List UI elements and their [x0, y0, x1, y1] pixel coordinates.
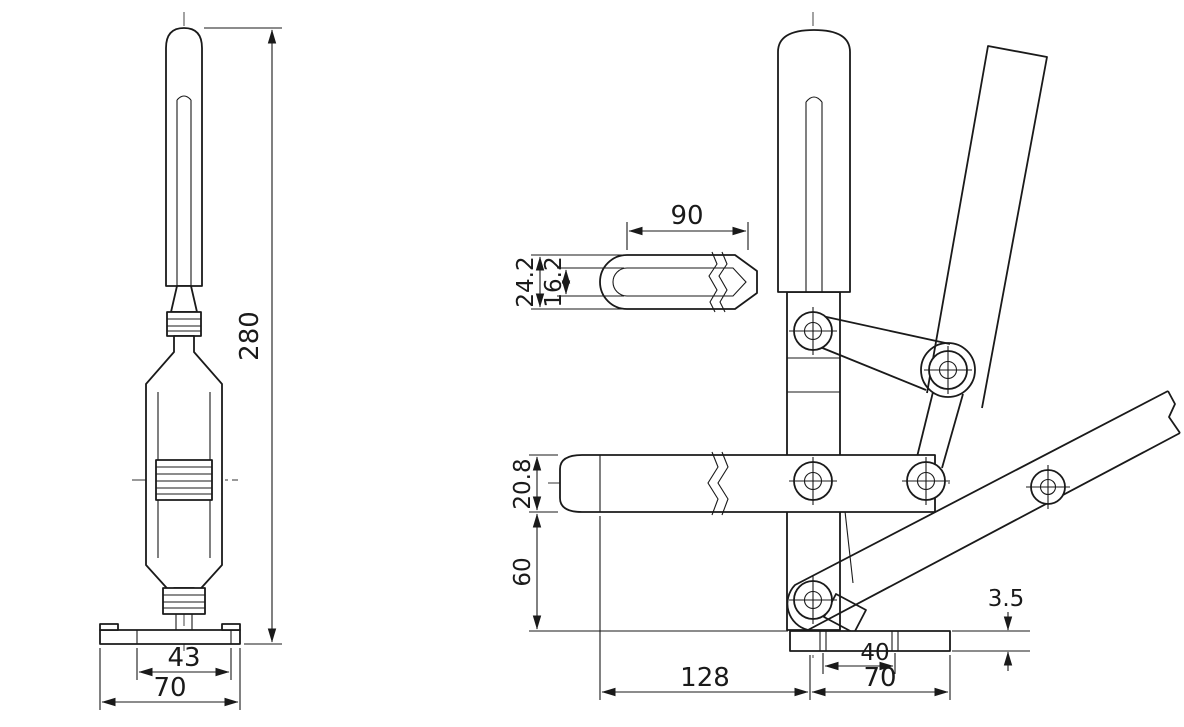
front-neck: [170, 285, 198, 313]
side-handle-open: [926, 45, 1048, 409]
pivot-bottom: [789, 576, 837, 624]
side-arm: [559, 454, 936, 513]
side-arm-open: [786, 390, 1181, 631]
dim-slot-width-label: 43: [167, 643, 200, 673]
front-handle-grip: [165, 27, 203, 287]
front-base: [99, 629, 241, 645]
pivot-handle: [924, 346, 972, 394]
front-top-collar: [166, 311, 202, 337]
dim-arm-to-base-label: 60: [510, 557, 536, 586]
dim-base-depth-label: 70: [863, 663, 896, 693]
link-plate: [920, 342, 976, 398]
dim-arm-section-label: 20.8: [510, 458, 536, 509]
detail-arm-outline: [599, 254, 758, 310]
front-handle-rod: [176, 95, 192, 300]
pivot-top: [789, 307, 837, 355]
dim-base-thickness-label: 3.5: [988, 586, 1025, 612]
dim-bar-length-label: 90: [670, 201, 703, 231]
dim-reach-label: 128: [680, 663, 730, 693]
side-handle-rod: [805, 96, 823, 292]
pivot-open-arm: [1026, 465, 1070, 509]
front-bottom-collar: [162, 587, 206, 615]
pivot-arm-center: [789, 457, 837, 505]
side-view: 20.8 60 128 40 70 3.5: [510, 12, 1181, 700]
dim-base-width-label: 70: [153, 673, 186, 703]
dim-overall-height-label: 280: [235, 311, 265, 361]
dim-bar-height-label: 24.2: [513, 256, 539, 307]
dim-hole-spacing-label: 40: [860, 640, 889, 666]
detail-view: 90 24.2 16.2: [513, 201, 758, 313]
side-base: [789, 630, 951, 652]
pivot-link: [902, 457, 950, 505]
dim-slot-height-label: 16.2: [541, 256, 567, 307]
detail-arm-slot: [612, 267, 747, 297]
side-handle-grip: [777, 29, 851, 293]
front-view: 280 43 70: [99, 12, 282, 710]
